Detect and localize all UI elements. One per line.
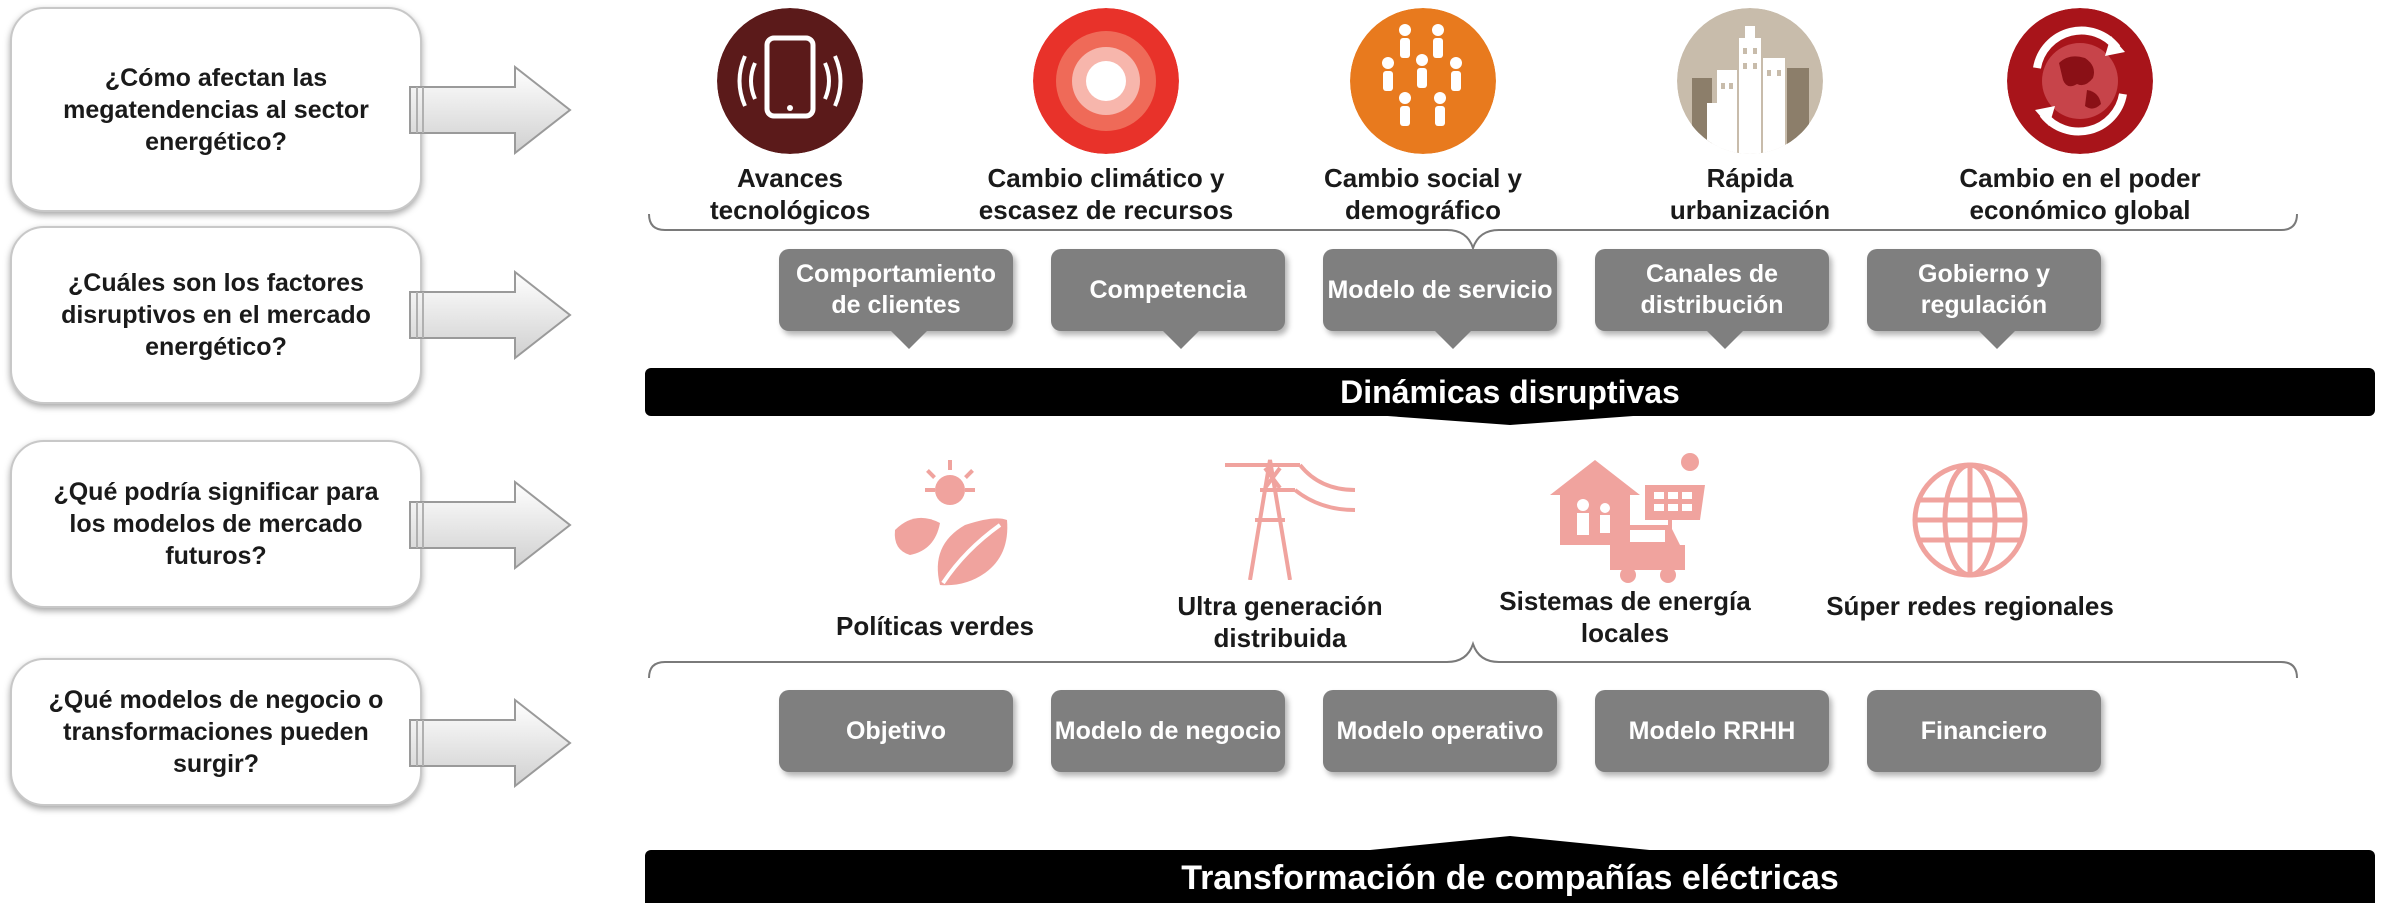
tablet-icon — [717, 8, 863, 154]
area-label: Modelo de negocio — [1054, 716, 1282, 745]
megatrend-label: Cambio climático y escasez de recursos — [978, 163, 1234, 225]
factor-label: Competencia — [1089, 275, 1247, 304]
transformation-title: Transformación de compañías eléctricas — [1181, 859, 1839, 897]
question-text-4: ¿Qué modelos de negocio o transformacion… — [48, 686, 384, 778]
question-text-2: ¿Cuáles son los factores disruptivos en … — [61, 269, 371, 361]
question-box-3: ¿Qué podría significar para los modelos … — [10, 440, 422, 608]
question-box-1: ¿Cómo afectan las megatendencias al sect… — [10, 7, 422, 212]
area-box: Objetivo — [779, 690, 1013, 772]
megatrend-label: Cambio social y demográfico — [1324, 163, 1522, 225]
house-solar-car-icon — [1550, 453, 1705, 583]
arrow-right-icon — [409, 65, 572, 155]
factor-box: Gobierno y regulación — [1867, 249, 2101, 349]
future-label: Sistemas de energía locales — [1499, 586, 1751, 648]
factor-label: Modelo de servicio — [1327, 275, 1553, 304]
factor-box: Competencia — [1051, 249, 1285, 349]
megatrend-climate: Cambio climático y escasez de recursos — [966, 0, 1246, 226]
future-label: Políticas verdes — [836, 611, 1034, 641]
factor-box: Comportamiento de clientes — [779, 249, 1013, 349]
bar-peak — [1360, 836, 1660, 851]
arrow-right-icon — [409, 698, 572, 788]
bar-notch — [1360, 414, 1660, 425]
globe-arrows-icon — [2007, 8, 2153, 154]
sun-leaf-icon — [894, 460, 1008, 586]
megatrend-label: Cambio en el poder económico global — [1959, 163, 2201, 225]
megatrend-economic: Cambio en el poder económico global — [1940, 0, 2220, 226]
question-text-1: ¿Cómo afectan las megatendencias al sect… — [63, 63, 369, 156]
factor-label: Canales de distribución — [1640, 260, 1784, 319]
area-box: Modelo operativo — [1323, 690, 1557, 772]
factor-box: Modelo de servicio — [1323, 249, 1557, 349]
factor-label: Gobierno y regulación — [1918, 260, 2050, 319]
megatrend-social: Cambio social y demográfico — [1283, 0, 1563, 226]
globe-grid-icon — [1912, 462, 2028, 578]
area-box: Modelo RRHH — [1595, 690, 1829, 772]
brace-bottom — [648, 640, 2298, 679]
area-label: Modelo RRHH — [1628, 716, 1796, 745]
megatrend-urban: Rápida urbanización — [1610, 0, 1890, 226]
arrow-right-icon — [409, 270, 572, 360]
megatrend-tech: Avances tecnológicos — [650, 0, 930, 226]
disruptive-dynamics-bar: Dinámicas disruptivas — [645, 368, 2375, 416]
brace-top — [648, 213, 2298, 252]
future-label: Ultra generación distribuida — [1177, 591, 1383, 653]
power-tower-icon — [1225, 459, 1356, 580]
factor-label: Comportamiento de clientes — [796, 260, 996, 319]
megatrend-label: Rápida urbanización — [1669, 163, 1831, 225]
city-icon — [1677, 8, 1823, 154]
disruptive-dynamics-title: Dinámicas disruptivas — [1340, 374, 1680, 410]
question-box-4: ¿Qué modelos de negocio o transformacion… — [10, 658, 422, 806]
megatrend-label: Avances tecnológicos — [710, 163, 871, 225]
factor-box: Canales de distribución — [1595, 249, 1829, 349]
area-label: Financiero — [1920, 716, 2048, 745]
area-label: Objetivo — [845, 716, 946, 745]
area-box: Modelo de negocio — [1051, 690, 1285, 772]
question-text-3: ¿Qué podría significar para los modelos … — [53, 478, 379, 570]
question-box-2: ¿Cuáles son los factores disruptivos en … — [10, 226, 422, 404]
people-icon — [1350, 8, 1496, 154]
area-label: Modelo operativo — [1336, 716, 1544, 745]
area-box: Financiero — [1867, 690, 2101, 772]
future-label: Súper redes regionales — [1826, 591, 2114, 621]
target-icon — [1033, 8, 1179, 154]
transformation-bar: Transformación de compañías eléctricas — [645, 850, 2375, 903]
arrow-right-icon — [409, 480, 572, 570]
